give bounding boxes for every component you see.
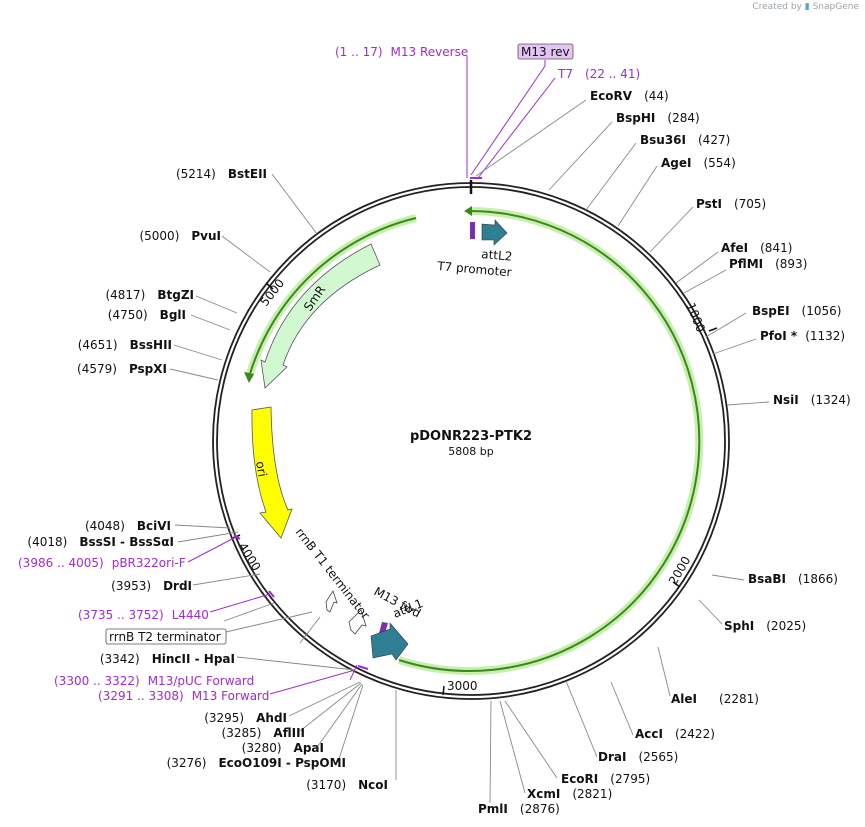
credit-prefix: Created by: [752, 2, 802, 12]
terminator-arrow-icon-2: [348, 609, 367, 635]
site-bcivi: (4048)BciVI: [85, 519, 171, 533]
site-ncoi: (3170)NcoI: [306, 778, 388, 792]
tick-2000: [672, 581, 681, 588]
site-bsu36i: Bsu36I(427): [640, 133, 730, 147]
site-xcmi: XcmI(2821): [527, 787, 612, 801]
attl1-feature: M13 fwd attL1: [370, 584, 425, 661]
site-nsii: NsiI(1324): [773, 393, 851, 407]
primer-l4440: (3735 .. 3752)L4440: [78, 608, 209, 622]
insert-arc: [397, 206, 704, 675]
rrnb-t2-box: rrnB T2 terminator: [105, 628, 227, 645]
primer-pbr322ori-f: (3986 .. 4005)pBR322ori-F: [18, 556, 186, 570]
site-psti: PstI(705): [696, 197, 766, 211]
site-pmli: PmlI(2876): [478, 802, 560, 816]
attl2-feature: attL2 T7 promoter: [436, 219, 513, 280]
site-leaders: [169, 99, 770, 804]
terminator-arrow-icon: [325, 590, 338, 613]
site-bsteii: (5214)BstEII: [176, 167, 267, 181]
attl1-arrow-icon: [370, 622, 409, 661]
ori-feature: ori: [251, 406, 293, 539]
backbone: [212, 180, 730, 700]
primer-labels: (1 .. 17)M13 Reverse T7(22 .. 41) (3300 …: [18, 45, 640, 703]
site-bsabi: BsaBI(1866): [748, 572, 838, 586]
site-bsshii: (4651)BssHII: [78, 338, 172, 352]
attl2-arrow-icon: [481, 219, 508, 246]
site-bspei: BspEI(1056): [752, 304, 841, 318]
insert-arrowhead-icon: [464, 206, 472, 216]
snapgene-credit: Created by ▮ SnapGene: [752, 2, 859, 12]
left-arc: [244, 214, 417, 383]
site-bgli: (4750)BglI: [108, 308, 186, 322]
primer-m13-puc-forward: (3300 .. 3322)M13/pUC Forward: [54, 674, 254, 688]
rrnb-t1-feature: rrnB T1 terminator: [293, 525, 373, 635]
site-btgzi: (4817)BtgZI: [105, 288, 194, 302]
ori-label: ori: [253, 460, 269, 478]
site-acci: AccI(2422): [635, 727, 715, 741]
site-afliii: (3285)AflIII: [222, 726, 305, 740]
site-alei: AleI(2281): [671, 692, 759, 706]
primer-m13-reverse: (1 .. 17)M13 Reverse: [335, 45, 468, 59]
plasmid-name: pDONR223-PTK2: [410, 429, 532, 444]
site-drai: DraI(2565): [598, 750, 678, 764]
site-bsphi: BspHI(284): [616, 111, 700, 125]
credit-brand: SnapGene: [812, 2, 859, 12]
site-drdi: (3953)DrdI: [111, 579, 192, 593]
site-hincii: (3342)HincII - HpaI: [100, 652, 235, 666]
site-ecoo109i: (3276)EcoO109I - PspOMI: [167, 756, 346, 770]
plasmid-length: 5808 bp: [448, 445, 493, 458]
site-pflmi: PflMI(893): [729, 257, 807, 271]
site-afei: AfeI(841): [721, 241, 792, 255]
tick-label-3000: 3000: [447, 679, 478, 693]
tick-label-1000: 1000: [683, 301, 707, 335]
snapgene-logo-icon: ▮: [804, 2, 810, 12]
primer-leaders: [187, 56, 556, 695]
site-pspxi: (4579)PspXI: [77, 362, 167, 376]
site-ahdi: (3295)AhdI: [204, 711, 287, 725]
site-labels-right: EcoRV(44) BspHI(284) Bsu36I(427) AgeI(55…: [478, 89, 851, 816]
m13-rev-box: M13 rev: [517, 43, 574, 60]
tick-5000: [265, 282, 274, 290]
site-apai: (3280)ApaI: [242, 741, 324, 755]
site-pvui: (5000)PvuI: [139, 229, 221, 243]
site-labels-left: (3170)NcoI (3276)EcoO109I - PspOMI (3280…: [27, 167, 388, 792]
site-sphi: SphI(2025): [724, 619, 806, 633]
left-arc-arrowhead-icon: [244, 372, 254, 383]
site-ecorv: EcoRV(44): [590, 89, 669, 103]
site-bsssi: (4018)BssSI - BssSαI: [27, 535, 174, 549]
tick-1000: [708, 327, 718, 332]
attl2-label: attL2: [481, 247, 513, 264]
site-agei: AgeI(554): [661, 156, 736, 170]
rrnb-t1-label: rrnB T1 terminator: [293, 525, 373, 622]
rrnb-t2-label: rrnB T2 terminator: [109, 630, 221, 644]
primer-m13-forward: (3291 .. 3308)M13 Forward: [98, 689, 269, 703]
primer-t7: T7(22 .. 41): [557, 67, 640, 81]
t7-promoter-label: T7 promoter: [436, 259, 512, 280]
site-pfoi: PfoI *(1132): [760, 329, 845, 343]
site-ecori: EcoRI(2795): [561, 772, 650, 786]
primer-marks: [233, 177, 482, 670]
m13-rev-label: M13 rev: [521, 45, 570, 59]
tick-3000: [442, 685, 445, 696]
